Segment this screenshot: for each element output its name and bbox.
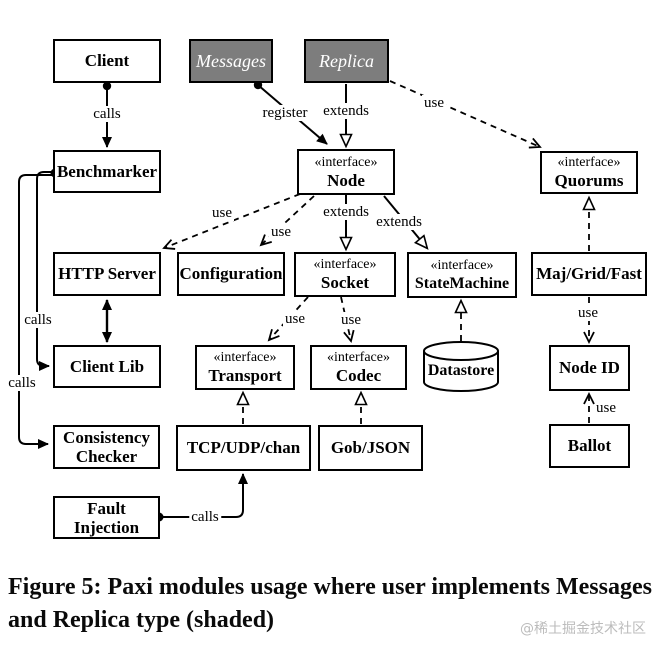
node-tcp-udp-chan: TCP/UDP/chan (176, 425, 311, 471)
edge-label-use-nodeid-top: use (576, 305, 600, 321)
edge-label-use-codec: use (339, 312, 363, 328)
node-gob-json: Gob/JSON (318, 425, 423, 471)
node-statemachine-stereotype: «interface» (430, 257, 494, 273)
node-codec-label: Codec (335, 366, 382, 385)
node-ballot: Ballot (549, 424, 630, 468)
node-client-lib: Client Lib (53, 345, 161, 388)
edge-origin-dot-client (102, 81, 112, 91)
edge-label-calls-faultinjection: calls (189, 509, 221, 525)
node-statemachine-label: StateMachine (414, 274, 510, 292)
edge-label-extends-replica: extends (321, 103, 371, 119)
node-configuration: Configuration (177, 252, 285, 296)
node-configuration-label: Configuration (179, 264, 283, 283)
node-node-stereotype: «interface» (314, 154, 378, 170)
edge-label-extends-socket: extends (321, 204, 371, 220)
node-node-id: Node ID (549, 345, 630, 391)
node-socket-label: Socket (320, 273, 370, 292)
node-quorums-interface: «interface» Quorums (540, 151, 638, 194)
edge-label-calls-clientlib: calls (22, 312, 54, 328)
node-fault-injection-label: Fault Injection (73, 498, 140, 537)
node-datastore-label: Datastore (427, 362, 495, 379)
edge-label-use-transport: use (283, 311, 307, 327)
node-messages: Messages (189, 39, 273, 83)
node-codec-stereotype: «interface» (327, 350, 390, 365)
node-replica-label: Replica (319, 51, 374, 71)
node-transport-label: Transport (208, 366, 282, 385)
node-replica: Replica (304, 39, 389, 83)
watermark-text: @稀土掘金技术社区 (520, 621, 646, 637)
node-http-server-label: HTTP Server (58, 264, 156, 283)
node-benchmarker: Benchmarker (53, 150, 161, 193)
edge-node-use-httpserver (162, 193, 301, 250)
node-maj-grid-fast-label: Maj/Grid/Fast (536, 264, 642, 283)
node-node-id-label: Node ID (559, 358, 620, 377)
edge-label-calls-consistencychecker: calls (6, 375, 38, 391)
edge-label-calls-client: calls (91, 106, 123, 122)
edge-faultinjection-calls-tcpudpchan (160, 473, 248, 518)
node-transport-stereotype: «interface» (213, 350, 277, 365)
edge-benchmarker-calls-clientlib (36, 171, 53, 371)
edge-label-use-quorums: use (422, 95, 446, 111)
node-consistency-checker: Consistency Checker (53, 425, 160, 469)
node-fault-injection: Fault Injection (53, 496, 160, 539)
node-ballot-label: Ballot (567, 436, 612, 455)
node-node-interface: «interface» Node (297, 149, 395, 195)
edge-label-use-httpserver: use (210, 205, 234, 221)
edge-label-use-nodeid-bottom: use (596, 400, 616, 416)
node-socket-interface: «interface» Socket (294, 252, 396, 297)
node-transport-interface: «interface» Transport (195, 345, 295, 390)
node-statemachine-interface: «interface» StateMachine (407, 252, 517, 298)
node-consistency-checker-label: Consistency Checker (63, 428, 150, 466)
node-datastore-shape (423, 341, 499, 392)
node-socket-stereotype: «interface» (313, 257, 377, 272)
node-client-label: Client (84, 51, 130, 70)
node-quorums-stereotype: «interface» (557, 155, 621, 170)
edge-label-extends-statemachine: extends (374, 214, 424, 230)
edge-label-use-configuration: use (269, 224, 293, 240)
node-codec-interface: «interface» Codec (310, 345, 407, 390)
edge-replica-use-quorums (389, 80, 542, 149)
node-client-lib-label: Client Lib (69, 356, 145, 376)
edge-socket-use-transport (267, 296, 309, 342)
node-benchmarker-label: Benchmarker (56, 161, 158, 181)
node-maj-grid-fast: Maj/Grid/Fast (531, 252, 647, 296)
edge-label-register: register (260, 105, 310, 121)
node-messages-label: Messages (196, 51, 266, 71)
figure-caption: Figure 5: Paxi modules usage where user … (8, 574, 652, 633)
node-tcp-udp-chan-label: TCP/UDP/chan (186, 438, 301, 457)
node-node-label: Node (327, 170, 365, 190)
node-client: Client (53, 39, 161, 83)
node-gob-json-label: Gob/JSON (330, 438, 411, 457)
node-quorums-label: Quorums (554, 171, 624, 190)
node-http-server: HTTP Server (53, 252, 161, 296)
edge-benchmarker-calls-consistencychecker (18, 174, 53, 449)
